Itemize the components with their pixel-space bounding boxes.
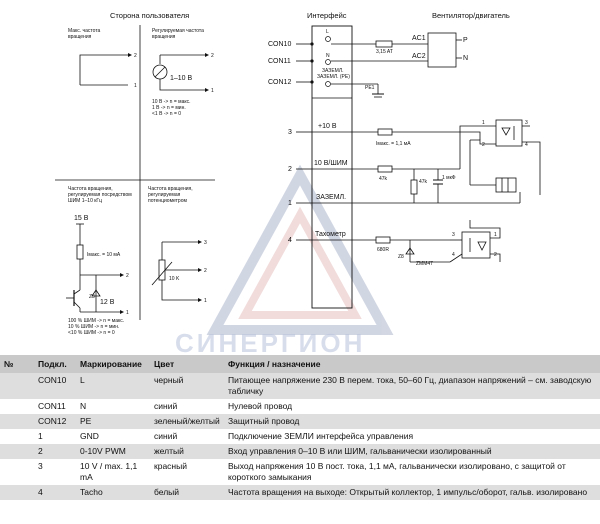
svg-text:ЗАЗЕМЛ. (PE): ЗАЗЕМЛ. (PE) <box>317 74 350 80</box>
col-header-marking: Маркирование <box>76 355 150 373</box>
svg-text:1–10 В: 1–10 В <box>170 75 193 82</box>
svg-text:10 В -> n = макс.: 10 В -> n = макс. <box>152 99 190 105</box>
svg-text:PE1: PE1 <box>365 85 375 91</box>
svg-text:ШИМ 1–10 кГц: ШИМ 1–10 кГц <box>68 198 102 204</box>
interface-circuit: CON10 CON11 CON12 L N ЗАЗЕМЛ. ЗАЗЕМЛ. (P… <box>268 25 541 309</box>
col-header-color: Цвет <box>150 355 224 373</box>
svg-text:регулируемая: регулируемая <box>148 192 181 198</box>
svg-text:2: 2 <box>494 252 497 258</box>
svg-text:<1 В -> n = 0: <1 В -> n = 0 <box>152 111 181 117</box>
svg-text:12 В: 12 В <box>100 299 115 306</box>
svg-text:1: 1 <box>126 310 129 316</box>
table-row: 4 Tacho белый Частота вращения на выходе… <box>0 485 600 500</box>
svg-text:2: 2 <box>288 166 292 173</box>
svg-text:1: 1 <box>482 120 485 126</box>
svg-text:вращения: вращения <box>152 34 176 40</box>
svg-text:2: 2 <box>204 268 207 274</box>
header-fan-motor: Вентилятор/двигатель <box>432 11 510 20</box>
svg-text:Iмакс. = 1,1 мА: Iмакс. = 1,1 мА <box>376 141 411 147</box>
svg-text:3: 3 <box>525 120 528 126</box>
svg-text:ЗАЗЕМЛ.: ЗАЗЕМЛ. <box>322 68 344 74</box>
svg-text:Частота вращения,: Частота вращения, <box>68 186 113 192</box>
svg-text:ЗАЗЕМЛ.: ЗАЗЕМЛ. <box>316 194 346 201</box>
table-row: 3 10 V / max. 1,1 mA красный Выход напря… <box>0 459 600 485</box>
svg-text:3,15 AT: 3,15 AT <box>376 49 393 55</box>
svg-text:потенциометром: потенциометром <box>148 198 187 204</box>
svg-text:ZMM47: ZMM47 <box>416 261 433 267</box>
watermark-logo <box>206 164 394 335</box>
svg-text:Макс. частота: Макс. частота <box>68 28 101 34</box>
svg-text:100 % ШИМ -> n = макс.: 100 % ШИМ -> n = макс. <box>68 318 124 324</box>
svg-text:4: 4 <box>525 142 528 148</box>
wiring-diagram: СИНЕРГИОН Сторона пользователя Интерфейс… <box>55 11 541 355</box>
svg-text:Z3: Z3 <box>89 294 95 300</box>
svg-text:47k: 47k <box>379 176 388 182</box>
svg-text:2: 2 <box>134 53 137 59</box>
svg-text:N: N <box>326 53 330 59</box>
table-row: 2 0-10V PWM желтый Вход управления 0–10 … <box>0 444 600 459</box>
svg-text:AC2: AC2 <box>412 53 426 60</box>
svg-text:1: 1 <box>211 88 214 94</box>
svg-text:3: 3 <box>204 240 207 246</box>
svg-text:1: 1 <box>494 232 497 238</box>
svg-text:3: 3 <box>288 129 292 136</box>
svg-text:P: P <box>463 37 468 44</box>
svg-text:Частота вращения,: Частота вращения, <box>148 186 193 192</box>
panel-adjustable-speed: Регулируемая частота вращения 1–10 В 2 1… <box>152 28 214 117</box>
svg-text:CON12: CON12 <box>268 79 291 86</box>
svg-text:регулируемая посредством: регулируемая посредством <box>68 192 132 198</box>
svg-text:680R: 680R <box>377 247 389 253</box>
table-row: CON10 L черный Питающее напряжение 230 В… <box>0 373 600 399</box>
svg-text:Iмакс. = 10 мА: Iмакс. = 10 мА <box>87 252 121 258</box>
svg-text:1: 1 <box>204 298 207 304</box>
header-interface: Интерфейс <box>307 11 347 20</box>
svg-text:3: 3 <box>452 232 455 238</box>
panel-max-speed: Макс. частота вращения 2 1 <box>68 28 137 89</box>
svg-text:2: 2 <box>211 53 214 59</box>
svg-text:Z8: Z8 <box>398 254 404 260</box>
svg-text:10 В/ШИМ: 10 В/ШИМ <box>314 160 348 167</box>
svg-text:вращения: вращения <box>68 34 92 40</box>
col-header-connection: Подкл. <box>34 355 76 373</box>
table-row: CON11 N синий Нулевой провод <box>0 399 600 414</box>
svg-text:CON10: CON10 <box>268 41 291 48</box>
svg-text:2: 2 <box>482 142 485 148</box>
svg-text:N: N <box>463 55 468 62</box>
svg-text:Регулируемая частота: Регулируемая частота <box>152 28 204 34</box>
svg-text:4: 4 <box>452 252 455 258</box>
svg-text:1 В -> n = мин.: 1 В -> n = мин. <box>152 105 186 111</box>
col-header-function: Функция / назначение <box>224 355 600 373</box>
svg-text:<10 % ШИМ -> n = 0: <10 % ШИМ -> n = 0 <box>68 330 115 336</box>
table-header-row: № Подкл. Маркирование Цвет Функция / наз… <box>0 355 600 373</box>
svg-text:10 K: 10 K <box>169 276 180 282</box>
svg-text:15 В: 15 В <box>74 215 89 222</box>
svg-text:1: 1 <box>288 200 292 207</box>
panel-pwm-speed: Частота вращения, регулируемая посредств… <box>66 186 132 336</box>
pin-assignment-table: № Подкл. Маркирование Цвет Функция / наз… <box>0 355 600 500</box>
svg-text:Тахометр: Тахометр <box>315 231 346 238</box>
svg-text:AC1: AC1 <box>412 35 426 42</box>
table-row: CON12 PE зеленый/желтый Защитный провод <box>0 414 600 429</box>
svg-text:1 мкФ: 1 мкФ <box>442 175 456 181</box>
svg-text:1: 1 <box>134 83 137 89</box>
svg-text:2: 2 <box>126 273 129 279</box>
table-row: 1 GND синий Подключение ЗЕМЛИ интерфейса… <box>0 429 600 444</box>
svg-text:CON11: CON11 <box>268 58 291 65</box>
watermark-text: СИНЕРГИОН <box>175 328 365 355</box>
svg-text:L: L <box>326 29 329 35</box>
panel-potentiometer: Частота вращения, регулируемая потенциом… <box>148 186 207 304</box>
svg-text:47k: 47k <box>419 179 428 185</box>
svg-text:+10 В: +10 В <box>318 123 337 130</box>
svg-text:10 % ШИМ -> n = мин.: 10 % ШИМ -> n = мин. <box>68 324 119 330</box>
header-user-side: Сторона пользователя <box>110 11 189 20</box>
col-header-no: № <box>0 355 34 373</box>
svg-text:4: 4 <box>288 237 292 244</box>
